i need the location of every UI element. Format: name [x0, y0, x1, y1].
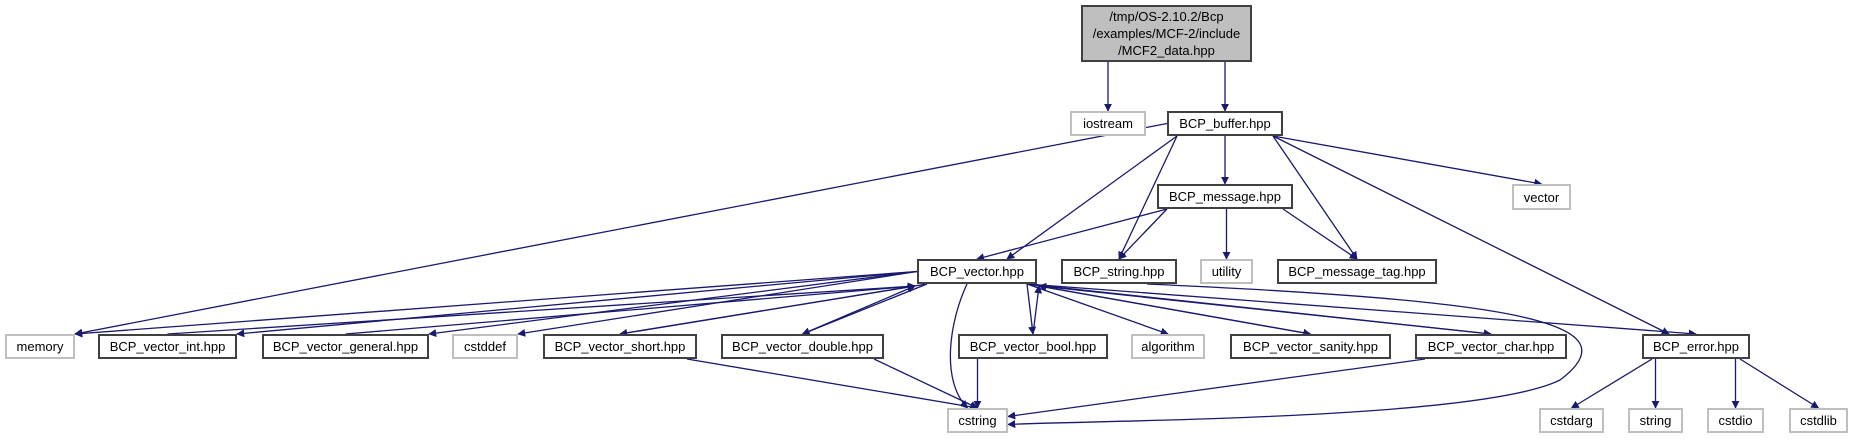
edge-bcp-buffer-to-bcp-vector — [1006, 135, 1178, 260]
node-bcp-vector-char[interactable]: BCP_vector_char.hpp — [1415, 334, 1567, 359]
edge-bcp-vector-to-memory — [74, 270, 918, 338]
node-bcp-vector-bool[interactable]: BCP_vector_bool.hpp — [958, 334, 1108, 359]
node-bcp-vector-short[interactable]: BCP_vector_short.hpp — [543, 334, 697, 359]
edge-bcp-vector-general-to-bcp-vector — [345, 282, 916, 335]
edge-bcp-vector-to-bcp-vector-bool — [1026, 283, 1037, 335]
edge-bcp-buffer-to-bcp-message-tag — [1272, 135, 1358, 260]
edge-bcp-buffer-to-bcp-error — [1272, 135, 1670, 335]
node-iostream: iostream — [1070, 111, 1146, 136]
edge-bcp-message-to-bcp-vector — [976, 208, 1168, 262]
edge-bcp-error-to-cstdarg — [1570, 358, 1653, 409]
node-cstdarg: cstdarg — [1539, 408, 1604, 433]
node-cstdlib: cstdlib — [1789, 408, 1848, 433]
edge-bcp-buffer-to-vector — [1272, 135, 1543, 187]
node-bcp-vector-int[interactable]: BCP_vector_int.hpp — [98, 334, 237, 359]
edge-bcp-vector-short-to-bcp-vector — [619, 283, 916, 335]
node-algorithm: algorithm — [1131, 334, 1205, 359]
node-cstddef: cstddef — [452, 334, 518, 359]
edge-bcp-vector-to-bcp-error — [1026, 283, 1697, 338]
node-cstring: cstring — [947, 408, 1008, 433]
edge-bcp-vector-to-algorithm — [1026, 283, 1169, 336]
node-bcp-buffer[interactable]: BCP_buffer.hpp — [1167, 111, 1283, 136]
edge-bcp-vector-double-to-bcp-vector — [802, 285, 916, 335]
edge-bcp-vector-to-bcp-vector-int — [236, 270, 918, 338]
edge-bcp-string-to-cstring — [1007, 283, 1583, 429]
edge-bcp-error-to-cstdlib — [1739, 358, 1820, 409]
node-vector: vector — [1512, 184, 1571, 210]
node-bcp-error[interactable]: BCP_error.hpp — [1642, 334, 1750, 359]
edge-bcp-buffer-to-memory — [74, 122, 1168, 337]
node-bcp-vector-double[interactable]: BCP_vector_double.hpp — [721, 334, 884, 359]
node-bcp-vector[interactable]: BCP_vector.hpp — [917, 259, 1037, 284]
edge-bcp-vector-int-to-bcp-vector — [167, 282, 916, 335]
edge-bcp-vector-double-to-cstring — [873, 358, 979, 409]
node-memory: memory — [5, 334, 75, 359]
edge-bcp-vector-short-to-cstring — [686, 358, 979, 411]
edge-bcp-vector-to-cstring — [949, 283, 969, 409]
edge-bcp-message-to-bcp-message-tag — [1282, 208, 1358, 260]
edge-bcp-vector-sanity-to-bcp-vector — [1038, 283, 1311, 335]
node-cstdio: cstdio — [1707, 408, 1764, 433]
node-bcp-vector-sanity[interactable]: BCP_vector_sanity.hpp — [1230, 334, 1391, 359]
edge-bcp-message-to-bcp-string — [1118, 208, 1168, 260]
edge-bcp-vector-char-to-cstring — [1007, 358, 1426, 420]
node-bcp-string[interactable]: BCP_string.hpp — [1061, 259, 1177, 284]
node-utility: utility — [1200, 259, 1253, 284]
node-string: string — [1628, 408, 1683, 433]
node-bcp-message-tag[interactable]: BCP_message_tag.hpp — [1277, 259, 1437, 284]
node-bcp-vector-general[interactable]: BCP_vector_general.hpp — [262, 334, 429, 359]
edge-bcp-vector-char-to-bcp-vector — [1038, 282, 1492, 335]
edge-bcp-buffer-to-bcp-string — [1118, 135, 1178, 260]
edge-bcp-vector-bool-to-bcp-vector — [1032, 285, 1043, 335]
edge-bcp-vector-to-bcp-vector-general — [428, 270, 918, 338]
node-bcp-message[interactable]: BCP_message.hpp — [1157, 184, 1293, 209]
node-root: /tmp/OS-2.10.2/Bcp /examples/MCF-2/inclu… — [1081, 5, 1252, 62]
